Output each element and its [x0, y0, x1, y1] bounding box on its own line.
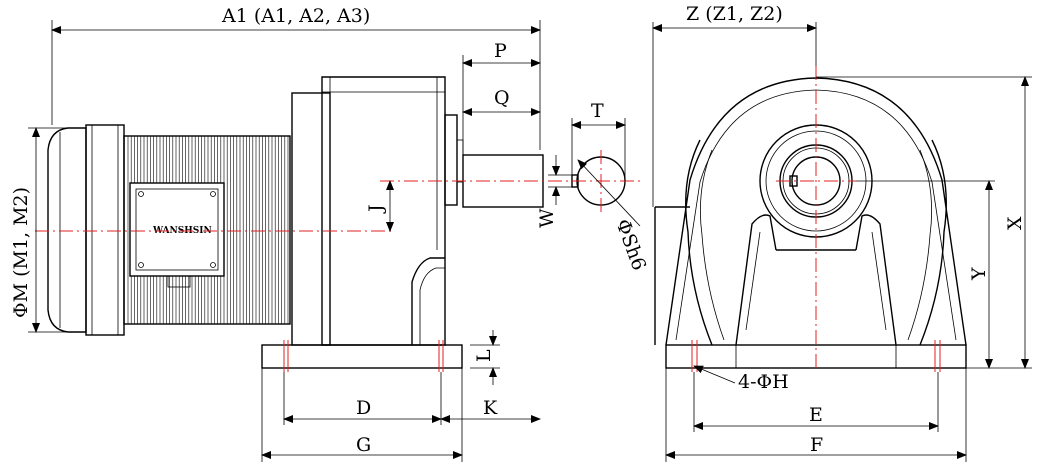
dim-x: X	[1004, 216, 1026, 230]
dim-j: J	[365, 204, 387, 214]
front-view	[654, 66, 967, 372]
output-flange	[444, 114, 458, 206]
dim-l: L	[473, 349, 495, 362]
dim-k: K	[483, 397, 498, 419]
motor-end-cap	[47, 127, 87, 333]
dim-4h: 4-ΦH	[738, 371, 789, 393]
dim-z: Z (Z1, Z2)	[686, 3, 783, 25]
dim-sh6: ΦSh6	[611, 216, 650, 273]
dim-w: W	[536, 208, 558, 228]
dim-q: Q	[494, 87, 510, 109]
dim-y: Y	[968, 267, 990, 281]
side-view: WANSHSIN	[35, 76, 555, 372]
shaft-section-detail: T W ΦSh6	[536, 100, 650, 273]
side-dimensions: A1 (A1, A2, A3) P Q ΦM (M1, M2) J L D K	[10, 5, 541, 462]
dim-a1: A1 (A1, A2, A3)	[221, 5, 370, 27]
mounting-foot	[261, 344, 463, 369]
dim-g: G	[356, 434, 371, 456]
dim-m: ΦM (M1, M2)	[10, 187, 32, 318]
dim-e: E	[809, 404, 823, 426]
front-dimensions: Z (Z1, Z2) X Y 4-ΦH E F	[652, 3, 1032, 462]
dim-t: T	[591, 100, 604, 122]
dim-f: F	[810, 434, 823, 456]
adapter-flange	[291, 92, 331, 346]
motor-fins	[123, 135, 291, 325]
dim-p: P	[494, 40, 507, 62]
dim-d: D	[356, 397, 371, 419]
